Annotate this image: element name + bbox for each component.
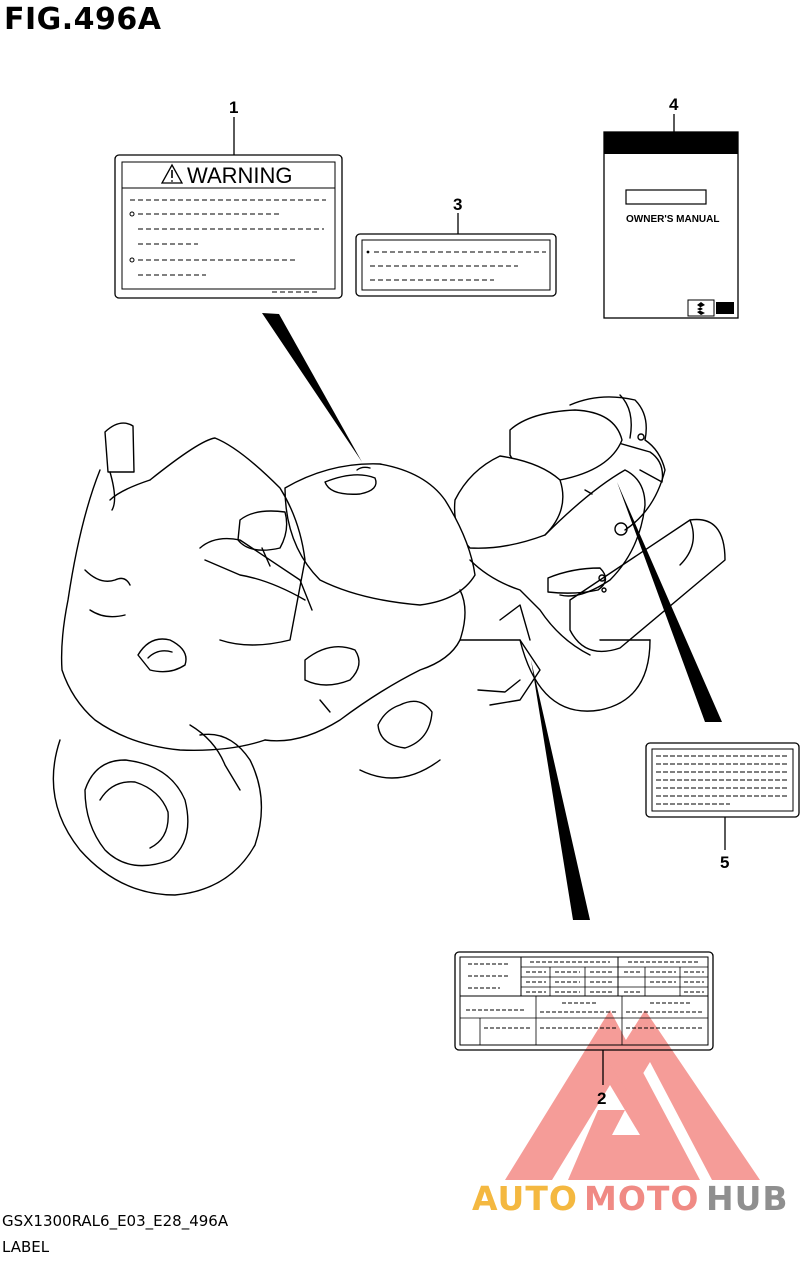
owners-manual-booklet: OWNER'S MANUAL bbox=[603, 131, 739, 319]
model-code: GSX1300RAL6_E03_E28_496A bbox=[2, 1212, 229, 1230]
motorcycle-outline bbox=[52, 394, 726, 896]
warning-label: WARNING bbox=[114, 154, 343, 299]
warning-triangle-icon bbox=[160, 163, 184, 184]
warning-heading: WARNING bbox=[187, 163, 293, 188]
label-3 bbox=[355, 233, 557, 297]
leader-arrow-2 bbox=[531, 660, 590, 920]
leader-arrow-5 bbox=[617, 482, 722, 722]
suzuki-logo-icon bbox=[687, 299, 715, 317]
callout-4: 4 bbox=[669, 95, 679, 114]
callout-3: 3 bbox=[453, 195, 462, 214]
label-5 bbox=[645, 742, 800, 818]
leader-arrow-1 bbox=[262, 313, 362, 462]
watermark-logo-icon bbox=[505, 1010, 760, 1180]
callout-2: 2 bbox=[597, 1089, 606, 1108]
owners-manual-title: OWNER'S MANUAL bbox=[626, 214, 719, 225]
watermark-auto: AUTO bbox=[472, 1179, 578, 1218]
figure-title: FIG.496A bbox=[4, 2, 162, 37]
watermark-hub: HUB bbox=[706, 1179, 789, 1218]
callout-5: 5 bbox=[720, 853, 729, 872]
callout-1: 1 bbox=[229, 98, 238, 117]
watermark-moto: MOTO bbox=[584, 1179, 699, 1218]
label-2 bbox=[454, 951, 714, 1051]
section-name: LABEL bbox=[2, 1238, 50, 1256]
